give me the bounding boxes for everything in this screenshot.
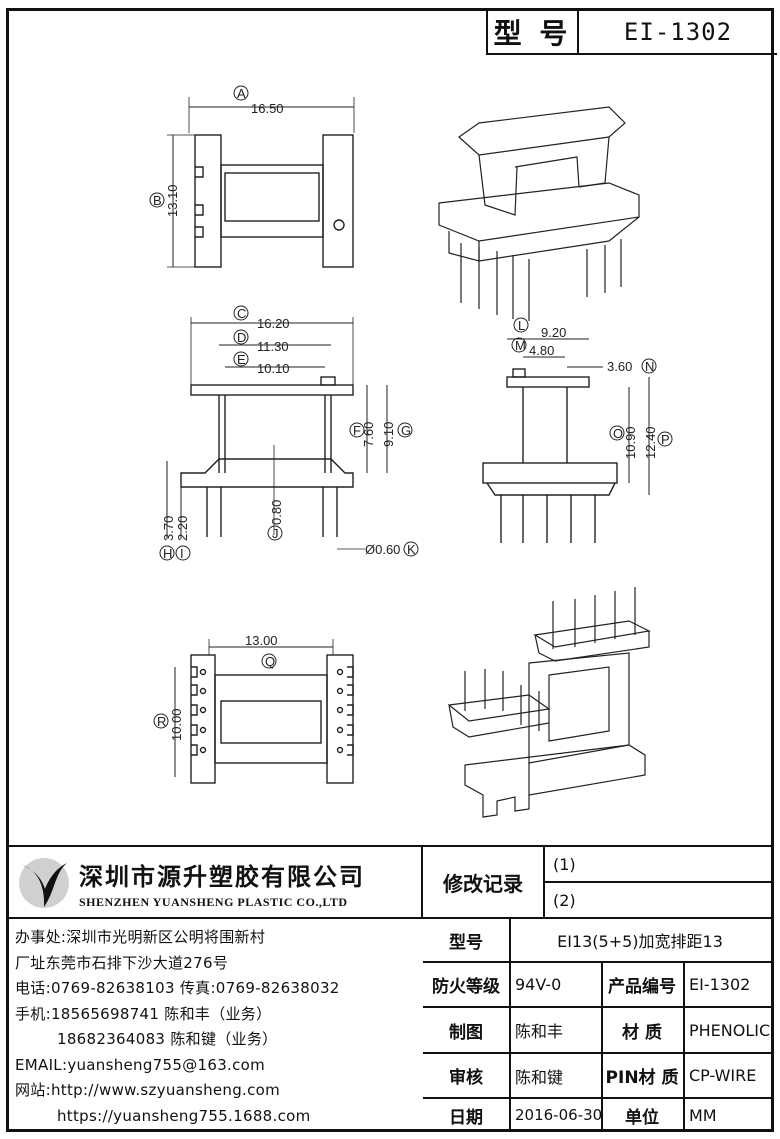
dim-o: 10.90 (623, 426, 638, 459)
label-c: C (237, 306, 246, 321)
spec-row-review: 审核 陈和键 PIN材 质 CP-WIRE (423, 1054, 771, 1099)
dim-g: 9.10 (381, 422, 396, 447)
technical-drawing: A 16.50 B 13.10 (9, 55, 771, 845)
label-o: O (613, 426, 623, 441)
label-j: J (272, 526, 279, 541)
iso-view-top (438, 106, 640, 321)
label-r: R (157, 714, 166, 729)
spec-pin-label: PIN材 质 (605, 1068, 679, 1088)
dim-c: 16.20 (257, 316, 290, 331)
label-d: D (237, 330, 246, 345)
title-block: 深圳市源升塑胶有限公司 SHENZHEN YUANSHENG PLASTIC C… (9, 845, 771, 1131)
company-logo-icon (19, 858, 69, 908)
spec-part-label: 产品编号 (608, 977, 676, 997)
revision-2: (2) (545, 883, 771, 919)
title-model-box: 型 号 EI-1302 (486, 11, 777, 55)
label-f: F (353, 423, 361, 438)
spec-row-model: 型号 EI13(5+5)加宽排距13 (423, 919, 771, 963)
dim-a: 16.50 (251, 101, 284, 116)
label-h: H (163, 546, 172, 561)
bottom-view: 13.00 Q R 10.00 (153, 633, 354, 784)
office-address: 办事处:深圳市光明新区公明将围新村 (15, 928, 266, 946)
contact-info: 办事处:深圳市光明新区公明将围新村 厂址东莞市石排下沙大道276号 电话:076… (15, 925, 419, 1129)
dim-i: 2.20 (175, 516, 190, 541)
dim-r: 10.00 (169, 708, 184, 741)
mobile-1: 手机:18565698741 陈和丰（业务） (15, 1004, 272, 1023)
label-m: M (515, 338, 526, 353)
label-i: I (180, 546, 184, 561)
label-e: E (237, 352, 246, 367)
mobile-2: 18682364083 陈和键（业务） (57, 1030, 278, 1048)
dim-q: 13.00 (245, 633, 278, 648)
dim-j: 0.80 (269, 500, 284, 525)
spec-row-date: 日期 2016-06-30 单位 MM (423, 1099, 771, 1131)
model-value: EI-1302 (623, 18, 733, 46)
label-n: N (645, 359, 654, 374)
spec-unit-value: MM (689, 1105, 717, 1125)
website-1[interactable]: 网站:http://www.szyuansheng.com (15, 1081, 281, 1099)
spec-drawn-value: 陈和丰 (515, 1022, 564, 1041)
spec-row-fire: 防火等级 94V-0 产品编号 EI-1302 (423, 963, 771, 1008)
spec-review-label: 审核 (449, 1068, 483, 1088)
dim-l: 9.20 (541, 325, 566, 340)
drawing-sheet: 型 号 EI-1302 A 16.50 B 13.10 (6, 8, 777, 1132)
dim-k: Ø0.60 (365, 542, 400, 557)
dim-m: 4.80 (529, 343, 554, 358)
side-view: L 9.20 M 4.80 3.60 N 1 (482, 317, 673, 543)
spec-unit-label: 单位 (625, 1107, 659, 1128)
dim-d: 11.30 (257, 339, 289, 354)
label-a: A (237, 86, 246, 101)
front-view: C 16.20 D 11.30 E 10.10 (159, 305, 419, 561)
label-g: G (401, 423, 411, 438)
spec-model-value: EI13(5+5)加宽排距13 (557, 932, 723, 951)
spec-model-label: 型号 (449, 932, 483, 953)
revision-1: (1) (545, 847, 771, 883)
spec-row-drawn: 制图 陈和丰 材 质 PHENOLIC (423, 1008, 771, 1054)
spec-review-value: 陈和键 (515, 1067, 564, 1087)
label-q: Q (265, 654, 275, 669)
label-b: B (153, 193, 162, 208)
label-l: L (518, 318, 525, 333)
dim-f: 7.60 (361, 422, 376, 447)
spec-date-label: 日期 (449, 1107, 483, 1128)
spec-fire-value: 94V-0 (515, 975, 562, 994)
factory-address: 厂址东莞市石排下沙大道276号 (15, 953, 229, 972)
website-2[interactable]: https://yuansheng755.1688.com (57, 1106, 311, 1125)
spec-part-value: EI-1302 (689, 975, 751, 994)
label-k: K (407, 542, 416, 557)
dim-b: 13.10 (165, 184, 180, 217)
spec-material-label: 材 质 (622, 1022, 662, 1043)
dim-e: 10.10 (257, 361, 290, 376)
iso-view-bottom (447, 587, 651, 818)
top-view: A 16.50 B 13.10 (149, 85, 355, 268)
email[interactable]: EMAIL:yuansheng755@163.com (15, 1055, 266, 1074)
dim-p: 12.40 (643, 426, 658, 459)
label-p: P (661, 432, 670, 447)
spec-drawn-label: 制图 (449, 1022, 483, 1043)
model-label: 型 号 (488, 11, 579, 53)
phone-fax: 电话:0769-82638103 传真:0769-82638032 (15, 979, 340, 997)
spec-fire-label: 防火等级 (432, 977, 500, 997)
spec-material-value: PHENOLIC (689, 1020, 771, 1040)
company-name-cn: 深圳市源升塑胶有限公司 (79, 863, 365, 891)
revision-label: 修改记录 (423, 847, 545, 919)
company-name-en: SHENZHEN YUANSHENG PLASTIC CO.,LTD (79, 895, 348, 909)
dim-n: 3.60 (607, 359, 632, 374)
dim-h: 3.70 (161, 516, 176, 541)
spec-date-value: 2016-06-30 (515, 1106, 603, 1124)
company-header: 深圳市源升塑胶有限公司 SHENZHEN YUANSHENG PLASTIC C… (9, 847, 423, 919)
spec-pin-value: CP-WIRE (689, 1066, 757, 1085)
